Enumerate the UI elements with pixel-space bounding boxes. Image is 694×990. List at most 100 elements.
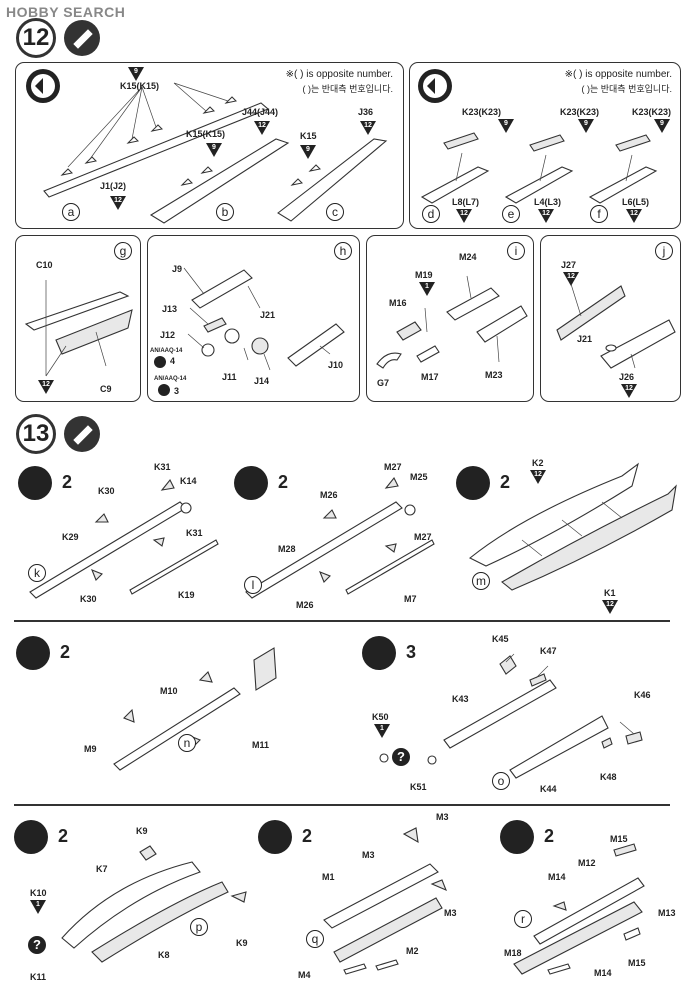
missile-diagram-k [29, 478, 219, 599]
label-m3a: M3 [436, 812, 449, 822]
label-m17: M17 [421, 372, 439, 382]
pod-diagram-m [468, 462, 677, 591]
label-m15b: M15 [628, 958, 646, 968]
step-13-number: 13 [16, 414, 56, 454]
label-an-num-3: 3 [174, 386, 180, 396]
label-k11: K11 [30, 972, 47, 982]
label-m24: M24 [459, 252, 477, 262]
sub-letter-q: q [306, 930, 324, 948]
label-m23: M23 [485, 370, 503, 380]
direction-arrow-icon [418, 69, 452, 103]
label-k19: K19 [178, 590, 195, 600]
label-k48: K48 [600, 772, 617, 782]
label-c10: C10 [36, 260, 53, 270]
label-j9: J9 [172, 264, 183, 274]
panel-h: h J9 J13 J12 J21 J11 J14 J10 AN/AAQ-14 4… [147, 235, 360, 402]
label-j13: J13 [162, 304, 178, 314]
quantity-r: 2 [544, 826, 555, 846]
panel-def: ※( ) is opposite number. ( )는 반대측 번호입니다.… [409, 62, 681, 229]
make-two-icon [456, 466, 490, 500]
pod-diagram-r [513, 843, 645, 975]
sub-letter-o: o [492, 772, 510, 790]
label-k47: K47 [540, 646, 557, 656]
label-l8: L8(L7) [452, 197, 479, 207]
quantity-m: 2 [500, 472, 511, 492]
bomb-diagram-p [61, 845, 247, 963]
label-k31b: K31 [186, 528, 203, 538]
opposite-number-note-ko: ( )는 반대측 번호입니다. [581, 84, 672, 94]
pod-diagram-g [24, 280, 133, 377]
label-m27b: M27 [414, 532, 432, 542]
panel-i: i M19 1 M24 M16 G7 M17 M23 [366, 235, 534, 402]
label-k14: K14 [180, 476, 197, 486]
make-two-icon [500, 820, 534, 854]
make-two-icon [14, 820, 48, 854]
tag-j36: 12 [360, 121, 376, 135]
pod-diagram-i [376, 275, 528, 369]
label-k7: K7 [96, 864, 108, 874]
label-m28: M28 [278, 544, 296, 554]
sub-letter-f: f [590, 205, 608, 223]
label-m9: M9 [84, 744, 97, 754]
question-icon: ? [392, 748, 410, 766]
label-an-num-4: 4 [170, 356, 176, 366]
label-m18: M18 [504, 948, 522, 958]
label-k9a: K9 [136, 826, 148, 836]
sub-letter-l: l [244, 576, 262, 594]
label-m16: M16 [389, 298, 407, 308]
launcher-diagram-def [420, 132, 658, 204]
label-m12: M12 [578, 858, 596, 868]
tag-k23-3: 9 [654, 119, 670, 133]
section-divider [14, 620, 670, 622]
label-an-aaq-14-a: AN/AAQ-14 [150, 348, 183, 354]
tag-k23-1: 9 [498, 119, 514, 133]
quantity-q: 2 [302, 826, 313, 846]
label-j26: J26 [619, 372, 635, 382]
label-m27a: M27 [384, 462, 402, 472]
quantity-p: 2 [58, 826, 69, 846]
label-k45: K45 [492, 634, 509, 644]
sub-letter-n: n [178, 734, 196, 752]
label-k29: K29 [62, 532, 79, 542]
sub-letter-i: i [507, 242, 525, 260]
quantity-n: 2 [60, 642, 71, 662]
label-k30a: K30 [98, 486, 115, 496]
label-m2: M2 [406, 946, 419, 956]
make-three-icon [362, 636, 396, 670]
watermark: HOBBY SEARCH [6, 4, 126, 20]
sub-letter-p: p [190, 918, 208, 936]
make-two-icon [16, 636, 50, 670]
missile-diagram-n [113, 647, 277, 771]
sub-letter-h: h [334, 242, 352, 260]
tag-j26: 12 [621, 384, 637, 398]
missile-diagram-l [245, 476, 435, 599]
label-k1: K1 [604, 588, 616, 598]
opposite-number-note-ko: ( )는 반대측 번호입니다. [302, 84, 393, 94]
sub-letter-m: m [472, 572, 490, 590]
tag-j44: 12 [254, 121, 270, 135]
section-divider [14, 804, 670, 806]
tag-k23-2: 9 [578, 119, 594, 133]
label-m15a: M15 [610, 834, 628, 844]
label-k30b: K30 [80, 594, 97, 604]
label-m25: M25 [410, 472, 428, 482]
label-k23-1: K23(K23) [462, 107, 502, 117]
star-icon [154, 356, 166, 368]
label-j14: J14 [254, 376, 270, 386]
label-m26b: M26 [296, 600, 314, 610]
pod-diagram-o [379, 653, 643, 779]
tag-g: 12 [38, 380, 54, 394]
tag-k2: 12 [530, 470, 546, 484]
label-m10: M10 [160, 686, 178, 696]
pylon-diagram-abc [43, 82, 388, 224]
label-m1: M1 [322, 872, 335, 882]
sub-letter-r: r [514, 910, 532, 928]
make-two-icon [258, 820, 292, 854]
label-k15-right: K15 [300, 131, 317, 141]
label-m14a: M14 [548, 872, 566, 882]
quantity-o: 3 [406, 642, 417, 662]
label-k15-mid: K15(K15) [186, 129, 226, 139]
label-j36: J36 [358, 107, 374, 117]
label-k43: K43 [452, 694, 469, 704]
pod-diagram-h [183, 267, 345, 371]
